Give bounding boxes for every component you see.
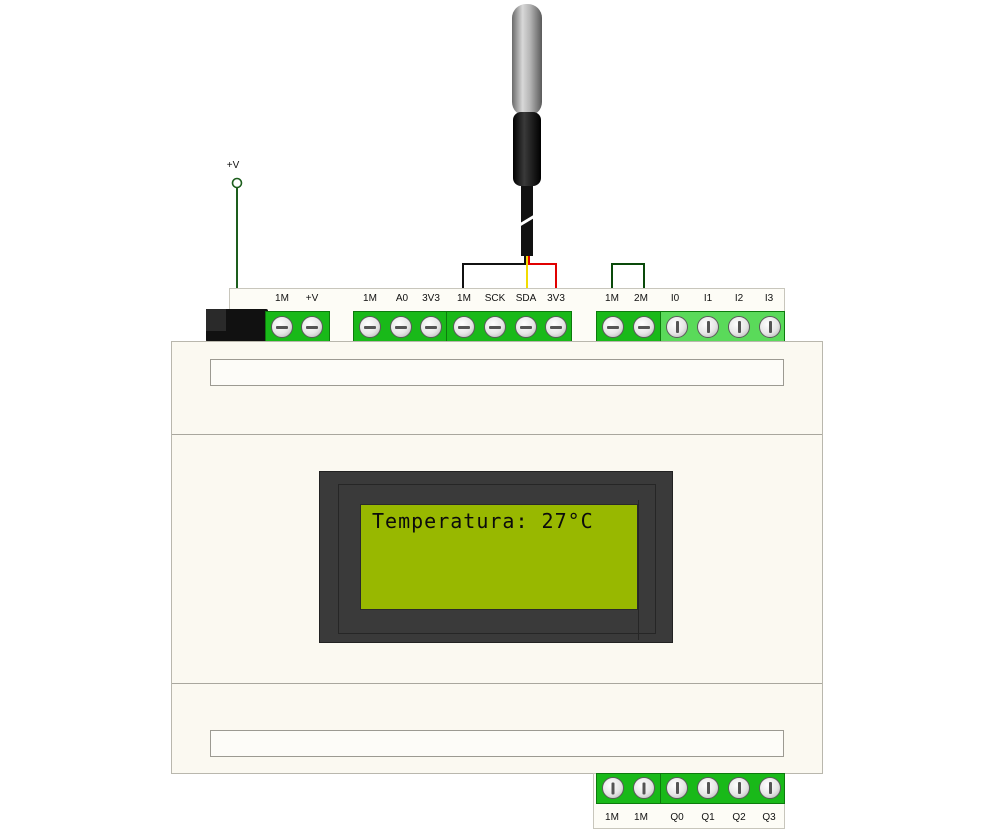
terminal-label-analog-1m: 1M — [363, 293, 377, 304]
terminal-label-input-2m: 2M — [634, 293, 648, 304]
terminal-label-analog-3v3: 3V3 — [422, 293, 440, 304]
terminal-block-power — [265, 311, 330, 343]
screw-terminal[interactable] — [515, 316, 537, 338]
screw-terminal[interactable] — [545, 316, 567, 338]
temperature-sensor-probe — [512, 4, 542, 256]
terminal-label-q0: Q0 — [670, 812, 684, 823]
terminal-label-q1: Q1 — [701, 812, 715, 823]
terminal-label-i2: I2 — [734, 293, 744, 304]
terminal-block-outputs — [660, 773, 785, 804]
terminal-label-power-v: +V — [305, 293, 319, 304]
terminal-block-analog — [353, 311, 448, 343]
bottom-label-strip — [210, 730, 784, 757]
power-jack — [206, 309, 268, 342]
terminal-block-inputs — [660, 311, 785, 343]
screw-terminal[interactable] — [666, 316, 688, 338]
plc-case — [171, 341, 823, 774]
screw-terminal[interactable] — [390, 316, 412, 338]
power-supply-symbol — [231, 177, 243, 290]
screw-terminal[interactable] — [453, 316, 475, 338]
terminal-label-q2: Q2 — [732, 812, 746, 823]
screw-terminal[interactable] — [271, 316, 293, 338]
screw-terminal[interactable] — [484, 316, 506, 338]
terminal-label-output-1m-a: 1M — [605, 812, 619, 823]
terminal-label-output-1m-b: 1M — [634, 812, 648, 823]
screw-terminal[interactable] — [359, 316, 381, 338]
screw-terminal[interactable] — [301, 316, 323, 338]
terminal-block-input-common — [596, 311, 662, 343]
terminal-block-i2c — [446, 311, 572, 343]
terminal-label-i3: I3 — [764, 293, 774, 304]
screw-terminal[interactable] — [633, 777, 655, 799]
jumper-wire-1m-2m — [611, 263, 645, 290]
terminal-label-input-1m: 1M — [605, 293, 619, 304]
screw-terminal[interactable] — [602, 777, 624, 799]
lcd-text: Temperatura: 27°C — [372, 509, 594, 533]
terminal-label-power-1m: 1M — [275, 293, 289, 304]
screw-terminal[interactable] — [666, 777, 688, 799]
top-divider — [172, 434, 822, 435]
power-label: +V — [226, 160, 240, 171]
terminal-block-output-common — [596, 773, 662, 804]
terminal-label-a0: A0 — [395, 293, 409, 304]
terminal-label-i2c-3v3: 3V3 — [547, 293, 565, 304]
lcd-bezel: Temperatura: 27°C — [319, 471, 673, 643]
sensor-wires — [462, 256, 557, 290]
screw-terminal[interactable] — [728, 777, 750, 799]
screw-terminal[interactable] — [759, 777, 781, 799]
screw-terminal[interactable] — [633, 316, 655, 338]
terminal-label-sda: SDA — [515, 293, 537, 304]
lcd-screen: Temperatura: 27°C — [360, 504, 638, 610]
terminal-label-q3: Q3 — [762, 812, 776, 823]
screw-terminal[interactable] — [420, 316, 442, 338]
screw-terminal[interactable] — [602, 316, 624, 338]
screw-terminal[interactable] — [728, 316, 750, 338]
terminal-label-i1: I1 — [703, 293, 713, 304]
terminal-label-i0: I0 — [670, 293, 680, 304]
top-label-strip — [210, 359, 784, 386]
terminal-label-sck: SCK — [484, 293, 506, 304]
screw-terminal[interactable] — [697, 316, 719, 338]
bottom-divider — [172, 683, 822, 684]
screw-terminal[interactable] — [697, 777, 719, 799]
screw-terminal[interactable] — [759, 316, 781, 338]
terminal-label-i2c-1m: 1M — [457, 293, 471, 304]
